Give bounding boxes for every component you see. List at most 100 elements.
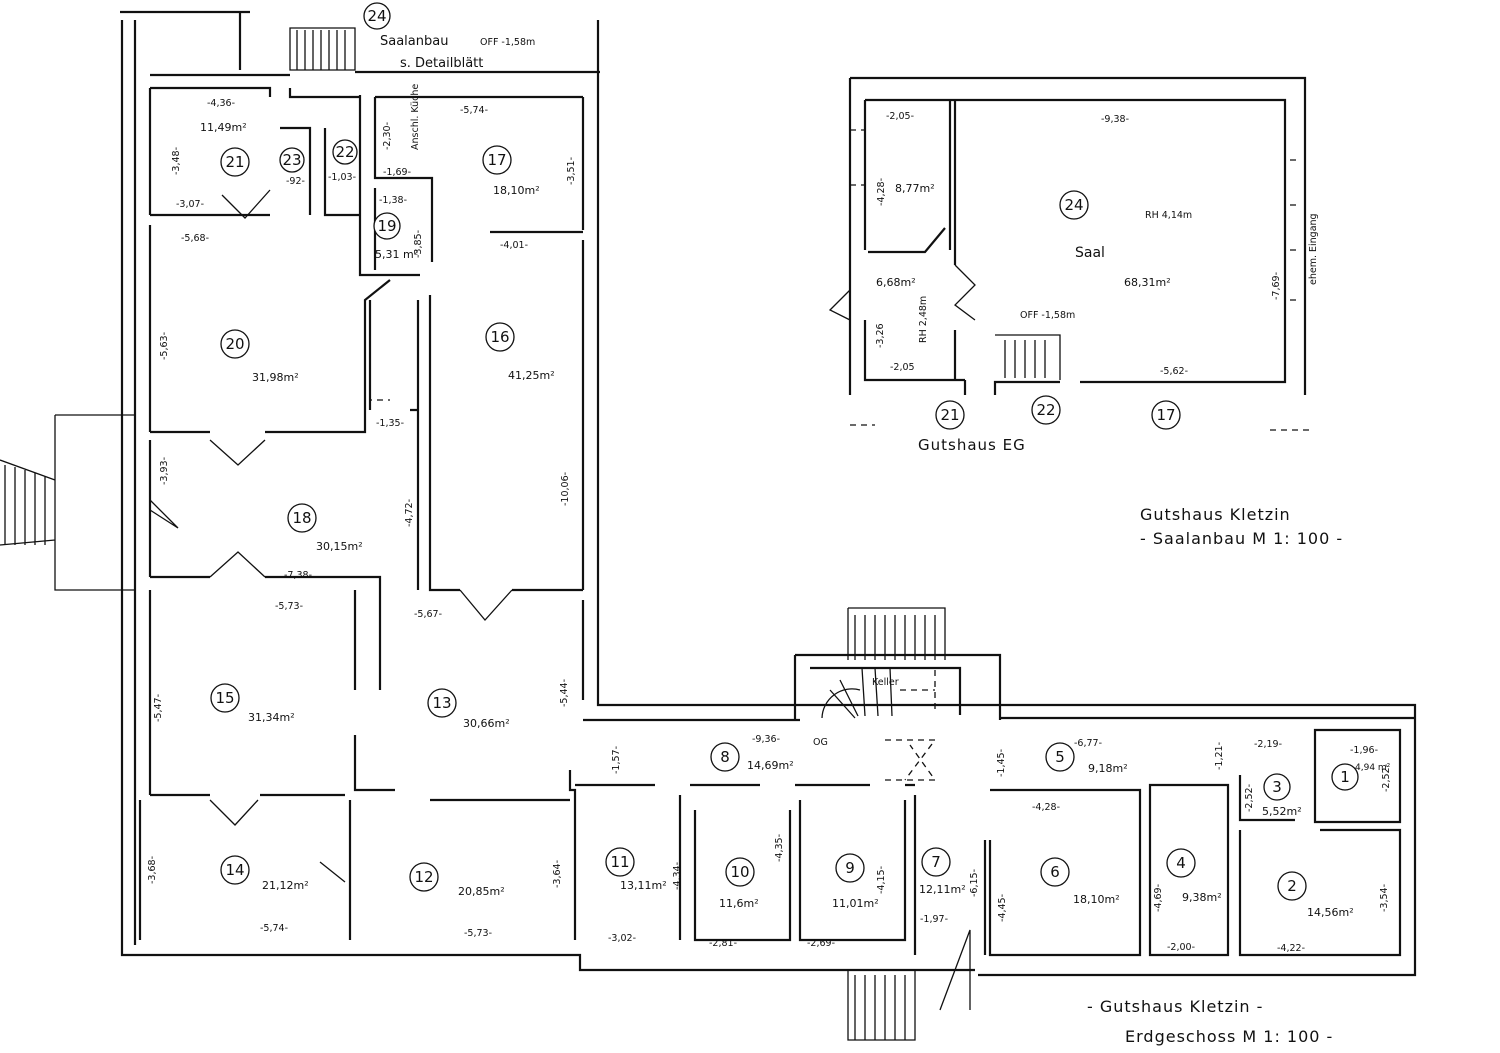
dimension: -4,22-	[1277, 943, 1305, 954]
ref-room-number: 17	[1156, 406, 1175, 424]
room-number: 1	[1340, 768, 1350, 786]
room-22: 22	[332, 139, 358, 165]
room-area: 14,56m²	[1307, 906, 1354, 919]
dimension: -3,93-	[159, 457, 170, 485]
room-number: 23	[282, 151, 301, 169]
detail-subtitle: - Saalanbau M 1: 100 -	[1140, 529, 1343, 548]
dimension: -5,68-	[181, 233, 209, 244]
room-number: 21	[225, 153, 244, 171]
dimension: -2,69-	[807, 938, 835, 949]
dimension: -5,74-	[460, 105, 488, 116]
dimension: -4,01-	[500, 240, 528, 251]
dimension: -1,45-	[996, 749, 1007, 777]
room-5: 5 9,18m²	[1045, 742, 1128, 775]
room-number: 19	[377, 217, 396, 235]
dimension: -4,28-	[876, 178, 887, 206]
room-area: 4,94 m²	[1355, 763, 1391, 773]
room-area: 18,10m²	[1073, 893, 1120, 906]
dimension: -7,38-	[284, 570, 312, 581]
dimension: -5,47-	[153, 694, 164, 722]
annex-name: Saalanbau	[380, 34, 448, 49]
room-area: 41,25m²	[508, 369, 555, 382]
dimension: -3,51-	[566, 157, 577, 185]
dimension: -4,45-	[997, 894, 1008, 922]
dimension: -1,03-	[328, 172, 356, 183]
dimension: -5,74-	[260, 923, 288, 934]
dimension: -3,02-	[608, 933, 636, 944]
dimension: -2,52-	[1381, 764, 1392, 792]
dimension: -9,38-	[1101, 114, 1129, 125]
room-area: 31,34m²	[248, 711, 295, 724]
room-number: 15	[215, 689, 234, 707]
room-area: 20,85m²	[458, 885, 505, 898]
dimension-labels: -4,36- -3,48- -3,07- -5,68- -92- -1,03- …	[147, 98, 1392, 954]
dimension: -5,73-	[275, 601, 303, 612]
room-number: 17	[487, 151, 506, 169]
vestibule-area: 6,68m²	[876, 276, 916, 289]
room-number: 5	[1055, 748, 1065, 766]
dimension: -2,00-	[1167, 942, 1195, 953]
room-23: 23	[279, 147, 305, 173]
dimension: -1,69-	[383, 167, 411, 178]
room-number: 14	[225, 861, 244, 879]
keller-note: Keller	[872, 677, 899, 688]
detail-plan-labels: -2,05- -9,38- -4,28- 8,77m² 24 RH 4,14m …	[875, 111, 1319, 454]
annex-room-number: 24	[367, 7, 386, 25]
dimension: -1,57-	[611, 746, 622, 774]
dimension: -2,30-	[382, 122, 393, 150]
room-number: 3	[1272, 778, 1282, 796]
dimension: -6,77-	[1074, 738, 1102, 749]
dimension: -2,81-	[709, 938, 737, 949]
room-6: 618,10m²	[1040, 857, 1120, 906]
room-number: 22	[335, 143, 354, 161]
dimension: -5,73-	[464, 928, 492, 939]
entrance-note: ehem. Eingang	[1308, 213, 1319, 285]
room-area: 11,01m²	[832, 897, 879, 910]
room-area: 30,66m²	[463, 717, 510, 730]
room-1: 1 4,94 m²	[1331, 763, 1391, 791]
hall-area: 68,31m²	[1124, 276, 1171, 289]
dimension: -4,15-	[876, 866, 887, 894]
room-4: 49,38m²	[1166, 848, 1222, 904]
hall-height: RH 4,14m	[1145, 210, 1192, 221]
room-7: 712,11m²	[919, 847, 966, 896]
room-area: 30,15m²	[316, 540, 363, 553]
dimension: -9,36-	[752, 734, 780, 745]
room-area: 13,11m²	[620, 879, 667, 892]
room-area: 11,49m²	[200, 121, 247, 134]
dimension: -1,96-	[1350, 745, 1378, 756]
main-subtitle: Erdgeschoss M 1: 100 -	[1125, 1027, 1333, 1046]
dimension: -5,67-	[414, 609, 442, 620]
room-number: 20	[225, 335, 244, 353]
hall-number: 24	[1064, 196, 1083, 214]
dimension: -3,07-	[176, 199, 204, 210]
vestibule-height: RH 2,48m	[918, 296, 929, 343]
room-area: 14,69m²	[747, 759, 794, 772]
annex-ref: s. Detailblätt	[400, 56, 483, 71]
dimension: -3,26	[875, 323, 886, 348]
room-number: 2	[1287, 877, 1297, 895]
room-19: 195,31 m²	[373, 212, 418, 261]
ref-room-number: 21	[940, 406, 959, 424]
dimension: -4,35-	[774, 834, 785, 862]
main-title: - Gutshaus Kletzin -	[1087, 997, 1263, 1016]
dimension: -1,97-	[920, 914, 948, 925]
dimension: -4,69-	[1153, 884, 1164, 912]
room-2: 2 14,56m²	[1277, 871, 1354, 919]
annex-level: OFF -1,58m	[480, 37, 535, 48]
room-15: 15 31,34m²	[210, 683, 295, 724]
room-area: 9,18m²	[1088, 762, 1128, 775]
detail-plan-walls	[828, 76, 1310, 431]
dimension: -2,05	[890, 362, 915, 373]
room-number: 4	[1176, 854, 1186, 872]
room-number: 10	[730, 863, 749, 881]
dimension: -3,54-	[1379, 884, 1390, 912]
room-area: 11,6m²	[719, 897, 759, 910]
